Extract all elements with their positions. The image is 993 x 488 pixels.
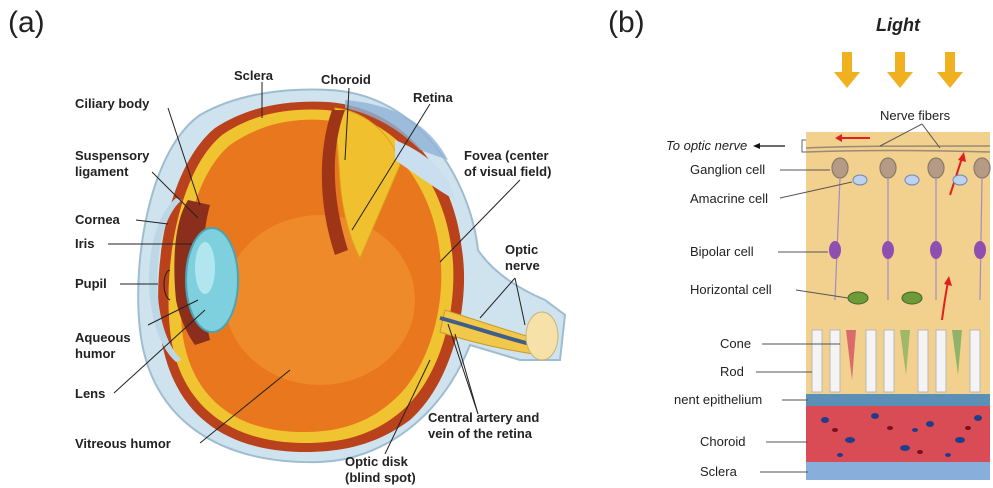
choroid-layer	[806, 406, 990, 462]
sclera-layer	[806, 462, 990, 480]
label-pigment-epithelium: nent epithelium	[674, 392, 762, 407]
label-bipolar-cell: Bipolar cell	[690, 244, 754, 259]
label-sclera-b: Sclera	[700, 464, 737, 479]
label-rod: Rod	[720, 364, 744, 379]
light-arrow-3	[937, 52, 963, 88]
label-amacrine-cell: Amacrine cell	[690, 191, 768, 206]
light-arrow-1	[834, 52, 860, 88]
label-ganglion-cell: Ganglion cell	[690, 162, 765, 177]
pigment-epithelium-layer	[806, 394, 990, 406]
label-nerve-fibers: Nerve fibers	[880, 108, 950, 123]
label-to-optic-nerve: To optic nerve	[666, 138, 747, 153]
retina-title-light: Light	[876, 15, 920, 36]
label-horizontal-cell: Horizontal cell	[690, 282, 772, 297]
label-choroid-b: Choroid	[700, 434, 746, 449]
label-cone: Cone	[720, 336, 751, 351]
light-arrow-2	[887, 52, 913, 88]
